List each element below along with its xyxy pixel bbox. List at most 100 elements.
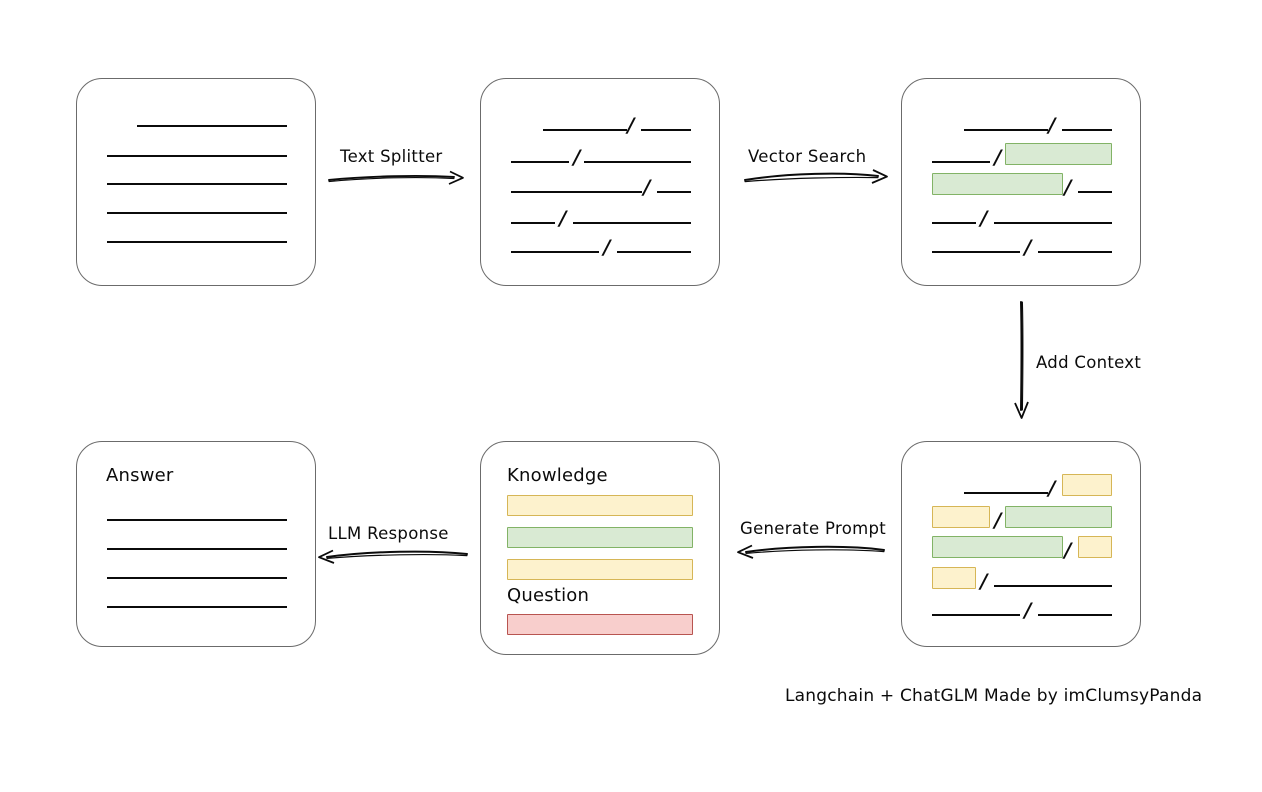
node-prompt: Knowledge Question (480, 441, 720, 655)
knowledge-chunk-yellow (1078, 536, 1112, 558)
doc-line (77, 125, 317, 127)
split-slash: / (573, 145, 581, 169)
text-rule (511, 191, 642, 193)
text-rule (964, 492, 1048, 494)
doc-line (77, 606, 317, 608)
text-rule (1038, 251, 1112, 253)
retrieved-chunk-green (1005, 143, 1112, 165)
text-rule (511, 161, 569, 163)
doc-line: / (902, 237, 1142, 257)
edge-label-text-splitter: Text Splitter (340, 147, 443, 166)
footer-credit: Langchain + ChatGLM Made by imClumsyPand… (785, 686, 1203, 706)
node-context-document: / / / / / (901, 441, 1141, 647)
text-rule (107, 183, 287, 185)
text-rule (994, 585, 1112, 587)
question-bar-red (507, 614, 693, 635)
text-rule (511, 251, 599, 253)
text-rule (964, 129, 1048, 131)
knowledge-label: Knowledge (507, 465, 608, 486)
doc-line (77, 155, 317, 157)
text-rule (107, 155, 287, 157)
text-rule (932, 251, 1020, 253)
edge-label-llm-response: LLM Response (328, 524, 449, 543)
doc-line: / (481, 115, 721, 135)
text-rule (107, 577, 287, 579)
knowledge-chunk-yellow (1062, 474, 1112, 496)
knowledge-bar-yellow (507, 559, 693, 580)
doc-line: / (481, 147, 721, 167)
text-rule (994, 222, 1112, 224)
split-slash: / (980, 206, 988, 230)
doc-line: / (481, 237, 721, 257)
retrieved-chunk-green (1005, 506, 1112, 528)
doc-line: / (902, 536, 1142, 560)
doc-line: / (902, 567, 1142, 591)
knowledge-bar-yellow (507, 495, 693, 516)
text-rule (932, 161, 990, 163)
split-slash: / (980, 569, 988, 593)
text-rule (107, 606, 287, 608)
arrow-llm-response (318, 549, 468, 564)
answer-label: Answer (106, 465, 174, 486)
split-slash: / (994, 145, 1002, 169)
text-rule (107, 519, 287, 521)
doc-line: / (902, 506, 1142, 530)
doc-line: / (902, 115, 1142, 135)
knowledge-bar-green (507, 527, 693, 548)
split-slash: / (559, 206, 567, 230)
doc-line (77, 241, 317, 243)
text-rule (932, 222, 976, 224)
doc-line (77, 519, 317, 521)
doc-line: / (902, 173, 1142, 197)
split-slash: / (994, 508, 1002, 532)
doc-line: / (902, 600, 1142, 620)
arrow-add-context (1014, 301, 1029, 419)
text-rule (657, 191, 691, 193)
text-rule (511, 222, 555, 224)
doc-line (77, 183, 317, 185)
text-rule (107, 241, 287, 243)
text-rule (1038, 614, 1112, 616)
knowledge-chunk-yellow (932, 506, 990, 528)
split-slash: / (1048, 476, 1056, 500)
node-answer: Answer (76, 441, 316, 647)
text-rule (543, 129, 627, 131)
doc-line (77, 212, 317, 214)
edge-label-vector-search: Vector Search (748, 147, 867, 166)
split-slash: / (1064, 538, 1072, 562)
doc-line: / (902, 474, 1142, 498)
text-rule (137, 125, 287, 127)
edge-label-generate-prompt: Generate Prompt (740, 519, 886, 538)
knowledge-chunk-yellow (932, 567, 976, 589)
split-slash: / (627, 113, 635, 137)
split-slash: / (643, 175, 651, 199)
split-slash: / (1024, 598, 1032, 622)
text-rule (932, 614, 1020, 616)
text-rule (641, 129, 691, 131)
node-split-document: / / / / / (480, 78, 720, 286)
text-rule (573, 222, 691, 224)
doc-line: / (902, 208, 1142, 228)
doc-line: / (481, 177, 721, 197)
arrow-vector-search (744, 169, 888, 184)
retrieved-chunk-green (932, 536, 1063, 558)
node-source-document (76, 78, 316, 286)
node-search-result: / / / / / (901, 78, 1141, 286)
split-slash: / (1024, 235, 1032, 259)
doc-line: / (902, 143, 1142, 167)
text-rule (107, 548, 287, 550)
text-rule (617, 251, 691, 253)
doc-line (77, 548, 317, 550)
doc-line: / (481, 208, 721, 228)
arrow-generate-prompt (737, 544, 885, 559)
text-rule (107, 212, 287, 214)
split-slash: / (1048, 113, 1056, 137)
split-slash: / (603, 235, 611, 259)
split-slash: / (1064, 175, 1072, 199)
text-rule (1078, 191, 1112, 193)
retrieved-chunk-green (932, 173, 1063, 195)
question-label: Question (507, 585, 590, 606)
text-rule (584, 161, 691, 163)
text-rule (1062, 129, 1112, 131)
